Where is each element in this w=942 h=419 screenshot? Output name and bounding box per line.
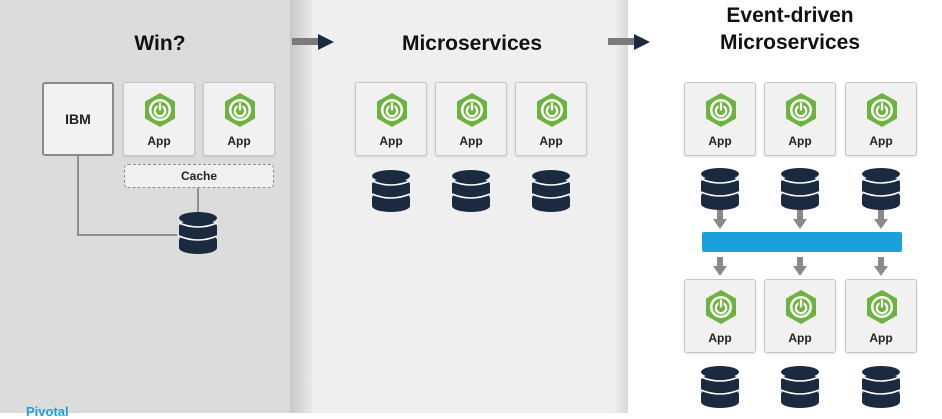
ibm-box: IBM (42, 82, 114, 156)
connector-line (77, 234, 177, 236)
database-icon (700, 168, 740, 210)
database-icon (531, 170, 571, 212)
app-card: App (123, 82, 195, 156)
spring-logo-icon (143, 92, 177, 128)
app-card: App (515, 82, 587, 156)
database-icon (861, 168, 901, 210)
spring-logo-icon (223, 92, 257, 128)
spring-logo-icon (375, 92, 409, 128)
app-card: App (355, 82, 427, 156)
app-label: App (539, 134, 563, 148)
app-card: App (845, 279, 917, 353)
app-label: App (708, 331, 732, 345)
ibm-label: IBM (65, 111, 91, 127)
app-label: App (379, 134, 403, 148)
connector-line (77, 156, 79, 236)
arrow-down-icon (793, 257, 807, 277)
arrow-down-icon (713, 210, 727, 230)
app-card: App (203, 82, 275, 156)
panel-title-win: Win? (134, 32, 186, 55)
app-card: App (684, 279, 756, 353)
arrow-down-icon (874, 210, 888, 230)
panel-win (0, 0, 290, 413)
app-card: App (845, 82, 917, 156)
panel-divider (614, 0, 628, 413)
connector-line (197, 188, 199, 214)
brand-logo-text: Pivotal (26, 404, 69, 419)
database-icon (371, 170, 411, 212)
database-icon (700, 366, 740, 408)
app-card: App (684, 82, 756, 156)
arrow-right-icon (608, 34, 656, 50)
database-icon (780, 366, 820, 408)
app-label: App (147, 134, 171, 148)
app-card: App (435, 82, 507, 156)
panel-title-microservices: Microservices (401, 32, 543, 55)
spring-logo-icon (784, 92, 818, 128)
database-icon (451, 170, 491, 212)
spring-logo-icon (784, 289, 818, 325)
panel-title-event-driven: Event-driven Microservices (690, 2, 890, 56)
app-label: App (459, 134, 483, 148)
spring-logo-icon (704, 289, 738, 325)
database-icon (780, 168, 820, 210)
database-icon (861, 366, 901, 408)
arrow-down-icon (713, 257, 727, 277)
arrow-down-icon (793, 210, 807, 230)
app-label: App (227, 134, 251, 148)
title-line: Event-driven (726, 4, 854, 27)
app-card: App (764, 82, 836, 156)
arrow-down-icon (874, 257, 888, 277)
spring-logo-icon (865, 289, 899, 325)
spring-logo-icon (704, 92, 738, 128)
spring-logo-icon (865, 92, 899, 128)
database-icon (178, 212, 218, 254)
spring-logo-icon (455, 92, 489, 128)
cache-box: Cache (124, 164, 274, 188)
app-label: App (788, 134, 812, 148)
spring-logo-icon (535, 92, 569, 128)
app-card: App (764, 279, 836, 353)
app-label: App (869, 134, 893, 148)
app-label: App (708, 134, 732, 148)
event-bus (702, 232, 902, 252)
panel-divider (290, 0, 312, 413)
app-label: App (788, 331, 812, 345)
app-label: App (869, 331, 893, 345)
arrow-right-icon (292, 34, 340, 50)
title-line: Microservices (719, 31, 861, 54)
